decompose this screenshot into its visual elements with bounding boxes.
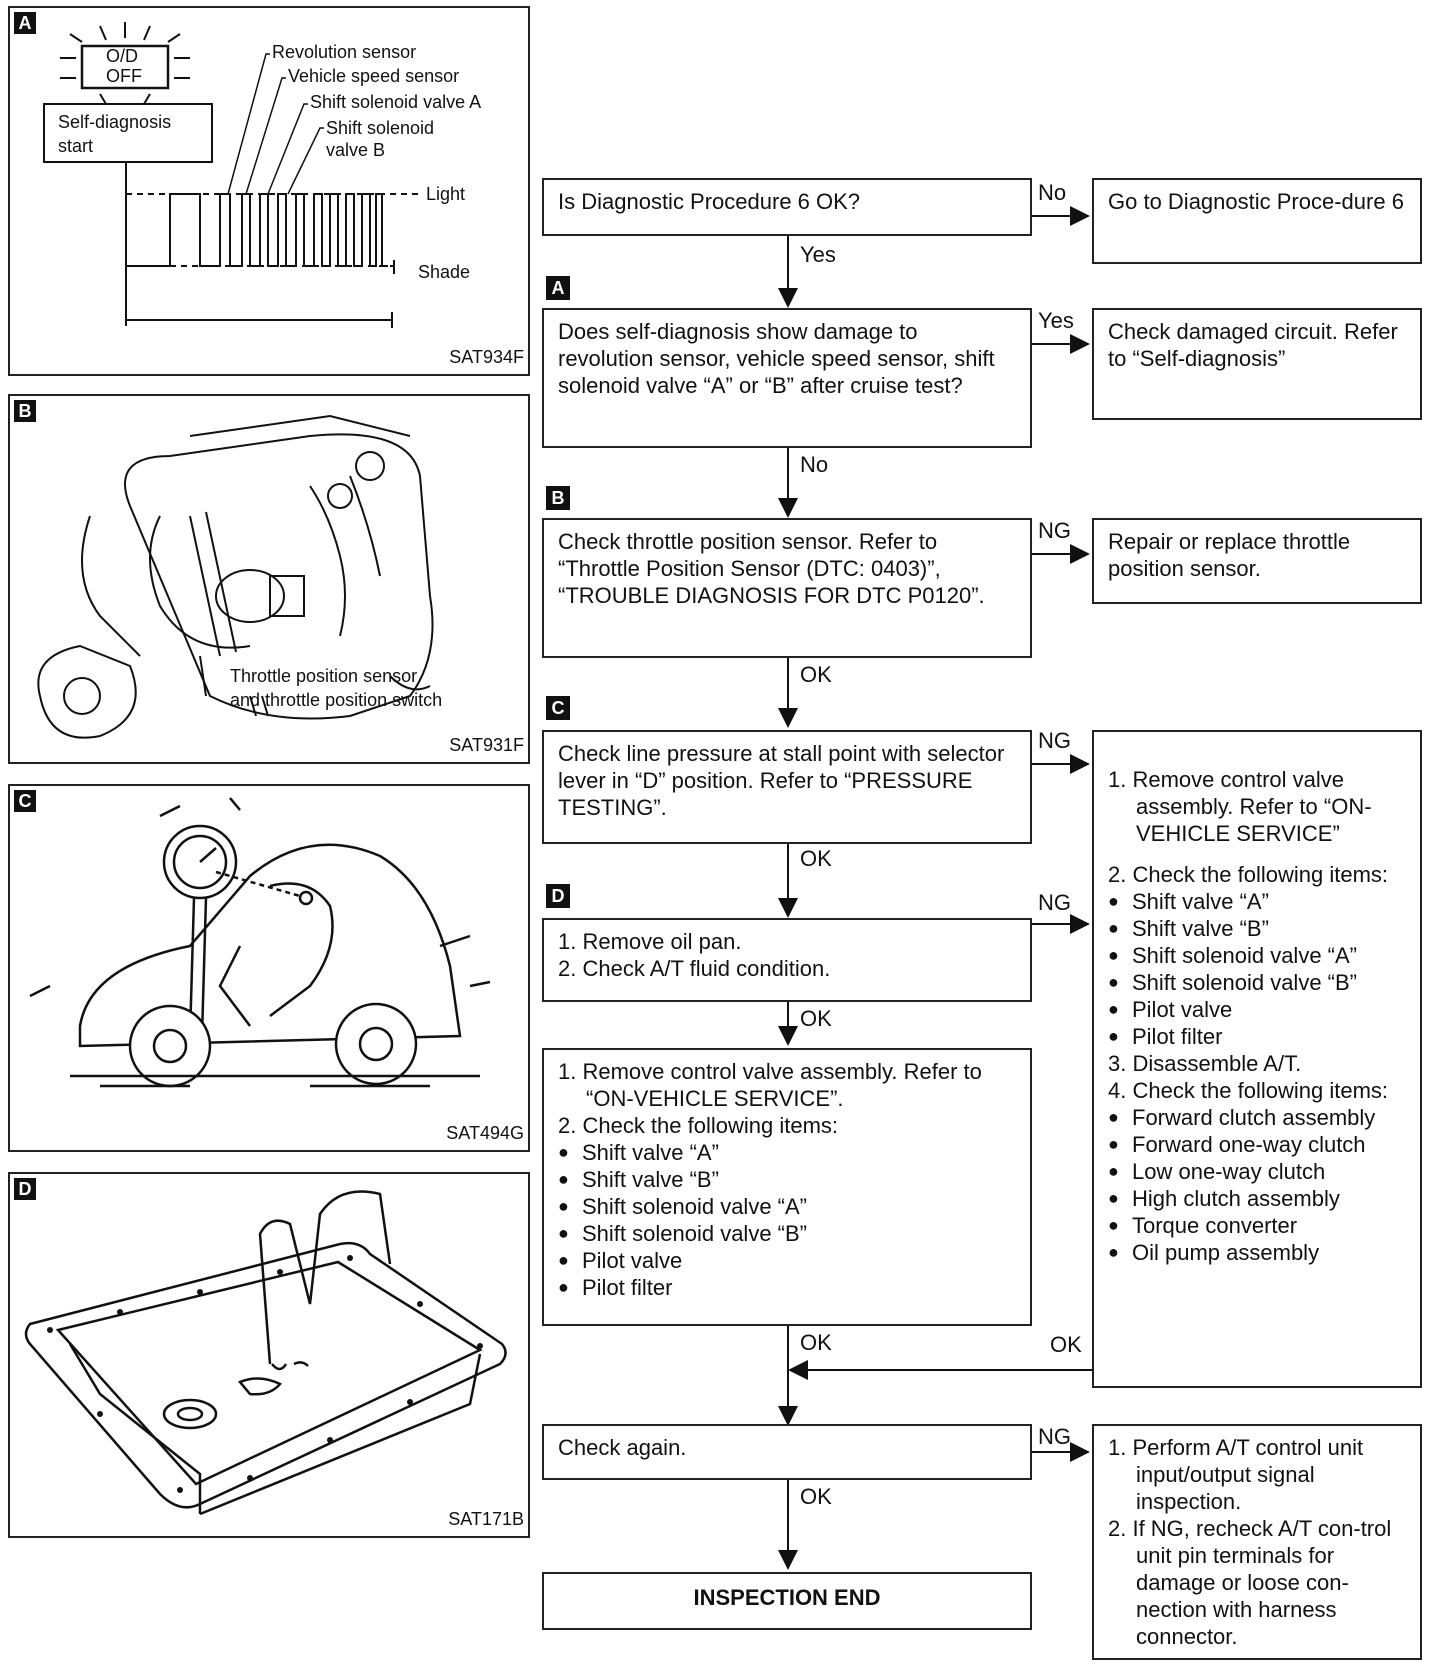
check-line-pressure: Check line pressure at stall point with … — [542, 730, 1032, 844]
panel-d-ref: SAT171B — [448, 1509, 524, 1529]
check-damaged-circuit: Check damaged circuit. Refer to “Self-di… — [1092, 308, 1422, 420]
check-throttle-position-sensor-text: Check throttle position sensor. Refer to… — [558, 529, 985, 608]
self-diagnosis-signal-diagram — [43, 22, 418, 328]
go-to-diag-proc-6-text: Go to Diagnostic Proce-dure 6 — [1108, 189, 1404, 214]
panel-b-letter: B — [14, 400, 36, 422]
check-throttle-position-sensor: Check throttle position sensor. Refer to… — [542, 518, 1032, 658]
label-ok-6: OK — [800, 1330, 832, 1355]
label-shift-solenoid-a: Shift solenoid valve A — [310, 92, 482, 112]
label-shift-solenoid-b-2: valve B — [326, 140, 386, 160]
right-item: Low one-way clutch — [1108, 1158, 1406, 1185]
question-diag-proc-6-text: Is Diagnostic Procedure 6 OK? — [558, 189, 861, 214]
panel-b-ref: SAT931F — [449, 735, 524, 755]
question-diag-proc-6: Is Diagnostic Procedure 6 OK? — [542, 178, 1032, 236]
oil-pan-step-2: 2. Check A/T fluid condition. — [558, 956, 831, 981]
label-yes-2: Yes — [1038, 308, 1074, 333]
step-tag-d: D — [546, 884, 570, 908]
check-again-text: Check again. — [558, 1435, 687, 1460]
right-step-4: 4. Check the following items: — [1108, 1078, 1389, 1103]
panel-b: B Throttle position sensor and throttle … — [8, 394, 530, 764]
cv-item: Pilot valve — [558, 1247, 1016, 1274]
label-ok-3: OK — [800, 662, 832, 687]
label-ok-5: OK — [800, 1006, 832, 1031]
panel-c-ref: SAT494G — [446, 1123, 524, 1143]
panel-c: C SAT494G — [8, 784, 530, 1152]
right-item: Forward one-way clutch — [1108, 1131, 1406, 1158]
label-yes-1: Yes — [800, 242, 836, 267]
label-ng-3: NG — [1038, 518, 1071, 543]
oil-pan-step-1: 1. Remove oil pan. — [558, 929, 742, 954]
right-item: Oil pump assembly — [1108, 1239, 1406, 1266]
remove-oil-pan-box: 1. Remove oil pan. 2. Check A/T fluid co… — [542, 918, 1032, 1002]
label-ng-7: NG — [1038, 1424, 1071, 1449]
label-light: Light — [426, 184, 466, 204]
right-step-3: 3. Disassemble A/T. — [1108, 1051, 1302, 1076]
label-ok-7: OK — [800, 1484, 832, 1509]
check-again-box: Check again. — [542, 1424, 1032, 1480]
panel-d-letter: D — [14, 1178, 36, 1200]
label-vehicle-speed-sensor: Vehicle speed sensor — [288, 66, 460, 86]
go-to-diag-proc-6: Go to Diagnostic Proce-dure 6 — [1092, 178, 1422, 264]
panel-a-ref: SAT934F — [449, 347, 524, 367]
cv-item: Pilot filter — [558, 1274, 1016, 1301]
cv-item: Shift solenoid valve “A” — [558, 1193, 1016, 1220]
start-label-2: start — [58, 136, 94, 156]
disassemble-check-box: 1. Remove control valve assembly. Refer … — [1092, 730, 1422, 1388]
right-item: Pilot filter — [1108, 1023, 1406, 1050]
remove-control-valve-box: 1. Remove control valve assembly. Refer … — [542, 1048, 1032, 1326]
label-shade: Shade — [418, 262, 471, 282]
cv-item: Shift solenoid valve “B” — [558, 1220, 1016, 1247]
panel-d: D SAT171B — [8, 1172, 530, 1538]
cv-step-1: 1. Remove control valve assembly. Refer … — [558, 1059, 982, 1111]
question-self-diagnosis-damage-text: Does self-diagnosis show damage to revol… — [558, 319, 995, 398]
oil-pan-illustration — [24, 1190, 507, 1516]
cu-step-2: 2. If NG, recheck A/T con-trol unit pin … — [1108, 1516, 1392, 1649]
right-item: Shift valve “A” — [1108, 888, 1406, 915]
right-item: Shift solenoid valve “B” — [1108, 969, 1406, 996]
label-ok-4: OK — [800, 846, 832, 871]
od-lamp-top: O/D — [106, 46, 139, 66]
panel-c-letter: C — [14, 790, 36, 812]
start-label-1: Self-diagnosis — [58, 112, 172, 132]
inspection-end-text: INSPECTION END — [693, 1585, 881, 1610]
repair-throttle-sensor: Repair or replace throttle position sens… — [1092, 518, 1422, 604]
right-item: High clutch assembly — [1108, 1185, 1406, 1212]
check-damaged-circuit-text: Check damaged circuit. Refer to “Self-di… — [1108, 319, 1398, 371]
control-unit-inspection-box: 1. Perform A/T control unit input/output… — [1092, 1424, 1422, 1660]
cv-item: Shift valve “A” — [558, 1139, 1016, 1166]
cv-item: Shift valve “B” — [558, 1166, 1016, 1193]
pulse-train — [126, 193, 388, 267]
right-step-1: 1. Remove control valve assembly. Refer … — [1108, 767, 1372, 846]
label-revolution-sensor: Revolution sensor — [272, 42, 417, 62]
label-shift-solenoid-b-1: Shift solenoid — [326, 118, 435, 138]
od-lamp-bottom: OFF — [106, 66, 142, 86]
label-no-1: No — [1038, 180, 1067, 205]
check-line-pressure-text: Check line pressure at stall point with … — [558, 741, 1005, 820]
right-item: Shift solenoid valve “A” — [1108, 942, 1406, 969]
label-ng-5: NG — [1038, 890, 1071, 915]
step-tag-b: B — [546, 486, 570, 510]
stall-test-car-illustration — [29, 797, 491, 1088]
step-tag-a: A — [546, 276, 570, 300]
step-tag-c: C — [546, 696, 570, 720]
inspection-end-box: INSPECTION END — [542, 1572, 1032, 1630]
right-item: Torque converter — [1108, 1212, 1406, 1239]
repair-throttle-sensor-text: Repair or replace throttle position sens… — [1108, 529, 1351, 581]
engine-illustration — [37, 414, 434, 739]
cv-step-2: 2. Check the following items: — [558, 1113, 839, 1138]
right-step-2: 2. Check the following items: — [1108, 862, 1389, 887]
right-item: Forward clutch assembly — [1108, 1104, 1406, 1131]
tps-caption-1: Throttle position sensor — [230, 666, 418, 686]
label-ng-4: NG — [1038, 728, 1071, 753]
tps-caption-2: and throttle position switch — [230, 690, 443, 710]
label-no-2: No — [800, 452, 829, 477]
label-ok-right: OK — [1050, 1332, 1082, 1357]
panel-a: A — [8, 6, 530, 376]
right-item: Shift valve “B” — [1108, 915, 1406, 942]
panel-a-letter: A — [14, 12, 36, 34]
cu-step-1: 1. Perform A/T control unit input/output… — [1108, 1435, 1364, 1514]
right-item: Pilot valve — [1108, 996, 1406, 1023]
question-self-diagnosis-damage: Does self-diagnosis show damage to revol… — [542, 308, 1032, 448]
